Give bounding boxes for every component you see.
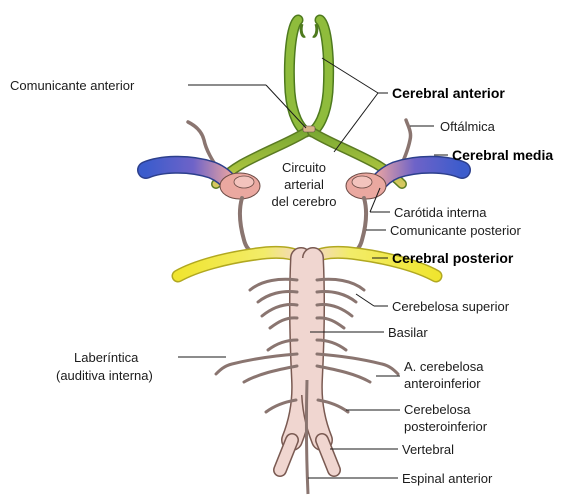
label-aica-line1: A. cerebelosa [404,359,484,374]
basilar-vessel [280,258,334,494]
label-cerebral-anterior: Cerebral anterior [392,85,505,101]
label-cerebelosa-superior: Cerebelosa superior [392,299,510,314]
label-oftalmica: Oftálmica [440,119,496,134]
label-comunicante-anterior: Comunicante anterior [10,78,135,93]
label-basilar: Basilar [388,325,428,340]
label-laberintica-line1: Laberíntica [74,350,139,365]
label-pica-line1: Cerebelosa [404,402,471,417]
label-circuito-line2: arterial [284,177,324,192]
label-circuito-line1: Circuito [282,160,326,175]
label-cerebral-posterior: Cerebral posterior [392,250,514,266]
label-laberintica-line2: (auditiva interna) [56,368,153,383]
label-aica-line2: anteroinferior [404,376,481,391]
label-comunicante-posterior: Comunicante posterior [390,223,521,238]
label-vertebral: Vertebral [402,442,454,457]
label-pica-line2: posteroinferior [404,419,488,434]
label-circuito-line3: del cerebro [271,194,336,209]
label-espinal-anterior: Espinal anterior [402,471,493,486]
label-cerebral-media: Cerebral media [452,147,553,163]
label-carotida-interna: Carótida interna [394,205,487,220]
